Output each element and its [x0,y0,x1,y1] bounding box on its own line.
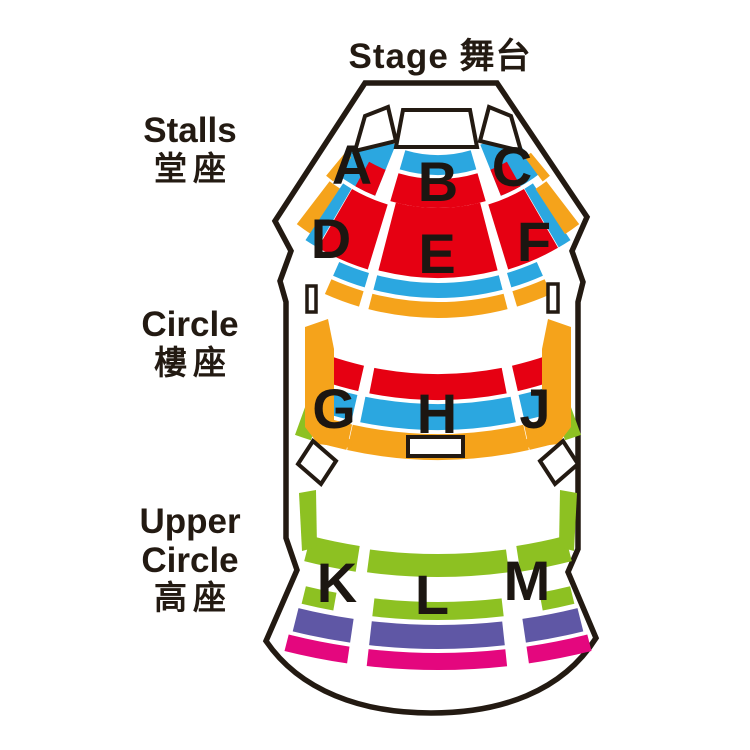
section-label-g: G [312,377,356,440]
section-label-h: H [417,382,457,445]
stage-box-center [393,108,480,149]
tier-label-circle: Circle 樓座 [88,305,292,381]
front-orange-left [326,152,352,182]
stalls-under-blue-right [507,262,543,288]
stalls-under-orange-right [512,279,552,307]
band-green-top-l [367,549,509,578]
stalls-under-orange-left [324,279,364,307]
front-orange-right [524,152,550,182]
band-b-blue [399,150,477,175]
section-label-k: K [317,551,357,614]
band-magenta-m [526,634,592,664]
upper-circle-label-en2: Circle [141,540,239,580]
tier-label-upper-circle: Upper Circle 高座 [88,502,292,616]
band-green-bottom-k [301,586,337,611]
band-a-red [355,161,386,196]
band-magenta-l [366,649,508,671]
stalls-under-blue-left [333,262,369,288]
section-g-wing [305,319,352,448]
band-magenta-k [284,634,350,664]
section-d-blue [305,183,352,248]
section-j-wing [524,319,571,448]
section-h-blue [360,396,516,431]
section-f-blue [524,183,571,248]
door-right [546,282,560,314]
section-h-red [369,367,507,401]
section-label-f: F [517,210,551,273]
upper-circle-label-en1: Upper [139,502,241,541]
circle-label-en: Circle [141,305,239,344]
control-booth [406,435,465,458]
band-green-bottom-m [539,586,575,611]
section-label-m: M [504,549,551,612]
band-green-bottom-l [372,598,504,621]
door-left [305,284,318,314]
band-c-red [490,161,521,196]
section-e-red [378,202,498,278]
section-label-d: D [311,207,351,270]
band-green-top-k [304,535,360,572]
band-purple-l [369,621,505,649]
section-label-l: L [415,563,449,626]
circle-box-right [537,437,581,488]
section-f-orange [535,181,580,235]
band-green-top-m [516,535,572,572]
circle-box-left [295,437,339,488]
band-b-red [390,173,486,209]
stage-label: Stage 舞台 [348,37,532,76]
section-d-red [318,189,388,270]
band-purple-k [292,608,354,643]
band-purple-m [522,608,584,643]
section-f-red [488,189,558,270]
stalls-label-en: Stalls [143,111,237,150]
section-d-orange [296,181,341,235]
stalls-label-zh: 堂座 [154,149,232,187]
upper-side-green-left [299,490,317,551]
circle-label-zh: 樓座 [154,343,232,381]
stalls-under-orange-center [368,293,508,318]
stage-box-right [477,104,524,154]
section-label-c: C [492,135,532,198]
upper-side-green-right [559,490,577,551]
section-label-b: B [418,150,458,213]
stalls-under-blue-center [373,275,503,299]
upper-circle-label-zh: 高座 [154,579,232,616]
section-label-j: J [519,377,550,440]
section-label-e: E [418,222,455,285]
tier-label-stalls: Stalls 堂座 [88,111,292,187]
section-label-a: A [332,133,372,196]
